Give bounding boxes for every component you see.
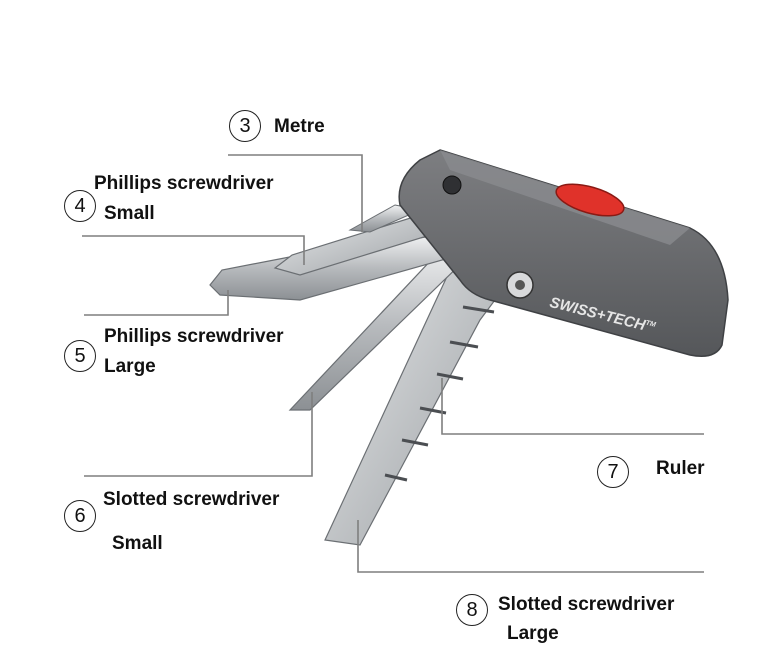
- leader-lines: [82, 154, 704, 573]
- brand-trademark: TM: [644, 319, 657, 329]
- phillips-large-blade: [209, 234, 462, 301]
- callout-number-4: 4: [64, 190, 96, 222]
- label-ruler: Ruler: [656, 458, 705, 479]
- callout-number-5: 5: [64, 340, 96, 372]
- label-slotted-small-line2: Small: [112, 533, 163, 554]
- label-phillips-large-line1: Phillips screwdriver: [104, 326, 284, 347]
- callout-number-7: 7: [597, 456, 629, 488]
- label-slotted-large-line1: Slotted screwdriver: [498, 594, 675, 615]
- tool-handle: [398, 149, 729, 357]
- label-slotted-small-line1: Slotted screwdriver: [103, 489, 280, 510]
- label-metre: Metre: [274, 116, 325, 137]
- callout-number-3: 3: [229, 110, 261, 142]
- label-phillips-large-line2: Large: [104, 356, 156, 377]
- callout-number-6: 6: [64, 500, 96, 532]
- callout-number-8: 8: [456, 594, 488, 626]
- label-phillips-small-line1: Phillips screwdriver: [94, 173, 274, 194]
- label-slotted-large-line2: Large: [507, 623, 559, 644]
- label-phillips-small-line2: Small: [104, 203, 155, 224]
